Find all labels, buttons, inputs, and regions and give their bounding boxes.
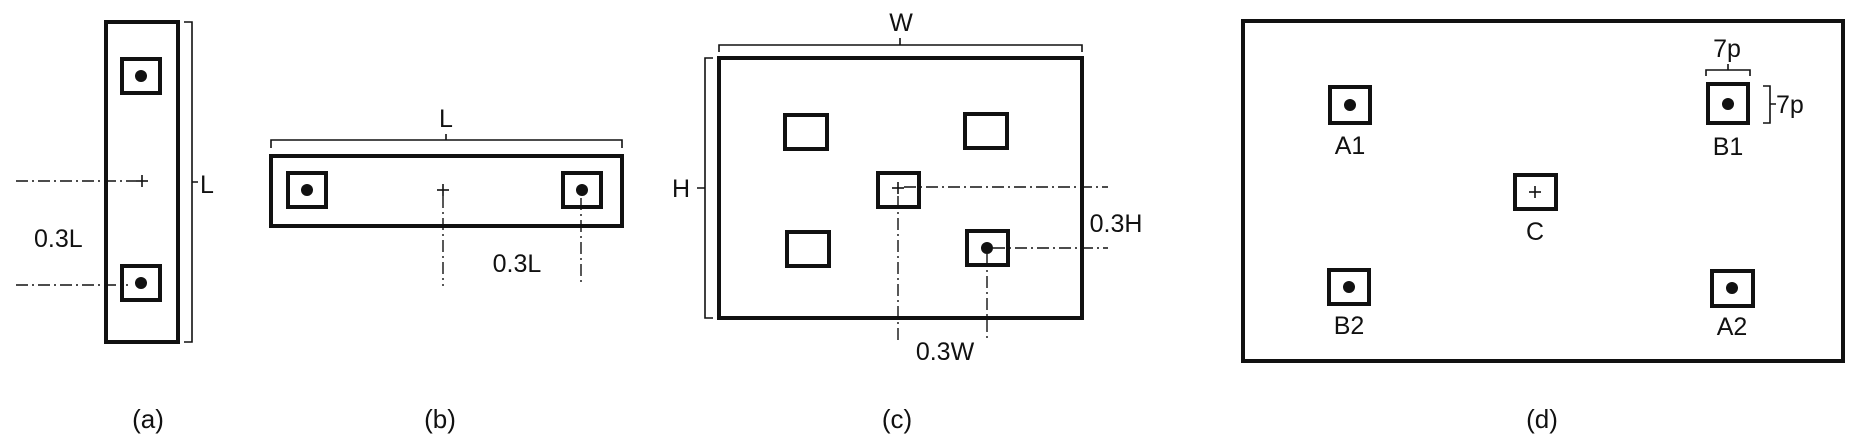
label-b2: B2: [1334, 312, 1365, 340]
offset-h-label: 0.3H: [1090, 210, 1143, 238]
panel-d: A1 B1 C B2 A2 7p 7p (d): [1241, 19, 1845, 434]
dot-b2: [1343, 281, 1355, 293]
dot-a1: [1344, 99, 1356, 111]
square-b2: [1327, 268, 1371, 306]
center-plus: [892, 182, 904, 194]
horizontal-bar: [269, 154, 624, 228]
square-top-left: [783, 113, 829, 151]
dot-b1: [1722, 98, 1734, 110]
height-label: H: [672, 175, 690, 203]
size-label-side: 7p: [1776, 91, 1804, 119]
center-plus: [437, 184, 449, 196]
square-a1: [1328, 85, 1372, 125]
length-bracket: [270, 134, 623, 148]
right-square: [561, 171, 603, 209]
square-c: [1513, 173, 1558, 211]
square-bottom-left: [785, 230, 831, 268]
caption-d: (d): [1526, 404, 1558, 434]
size-bracket-side: [1763, 85, 1776, 124]
offset-w-label: 0.3W: [916, 338, 975, 366]
spacing-label: 0.3L: [34, 225, 83, 253]
bottom-right-dot: [981, 242, 993, 254]
bottom-square: [120, 264, 162, 302]
width-label: W: [889, 9, 913, 37]
top-square: [120, 57, 162, 95]
width-bracket: [718, 38, 1083, 52]
dot-a2: [1726, 282, 1738, 294]
caption-b: (b): [424, 404, 456, 434]
length-label: L: [200, 171, 214, 199]
length-label: L: [439, 105, 453, 133]
caption-c: (c): [882, 404, 912, 434]
center-plus: [136, 175, 148, 187]
size-bracket-top: [1705, 64, 1751, 76]
label-a1: A1: [1335, 132, 1366, 160]
label-c: C: [1526, 218, 1544, 246]
caption-a: (a): [132, 404, 164, 434]
left-square: [286, 171, 328, 209]
plus-c: [1529, 186, 1541, 198]
left-dot: [301, 184, 313, 196]
top-dot: [135, 70, 147, 82]
square-b1: [1706, 82, 1750, 125]
label-a2: A2: [1717, 313, 1748, 341]
panel-c: W H 0.3H 0.3W (c): [672, 9, 1142, 434]
bottom-dot: [135, 277, 147, 289]
vertical-bar: [104, 20, 180, 344]
spacing-label: 0.3L: [493, 250, 542, 278]
right-dot: [576, 184, 588, 196]
label-b1: B1: [1713, 133, 1744, 161]
size-label-top: 7p: [1713, 35, 1741, 63]
height-bracket: [697, 57, 713, 319]
plate: [717, 56, 1084, 320]
plate: [1241, 19, 1845, 363]
square-a2: [1710, 269, 1755, 308]
panel-a: L 0.3L (a): [16, 20, 214, 434]
panel-b: L 0.3L (b): [269, 105, 624, 434]
length-bracket: [184, 21, 198, 343]
square-top-right: [963, 112, 1009, 150]
